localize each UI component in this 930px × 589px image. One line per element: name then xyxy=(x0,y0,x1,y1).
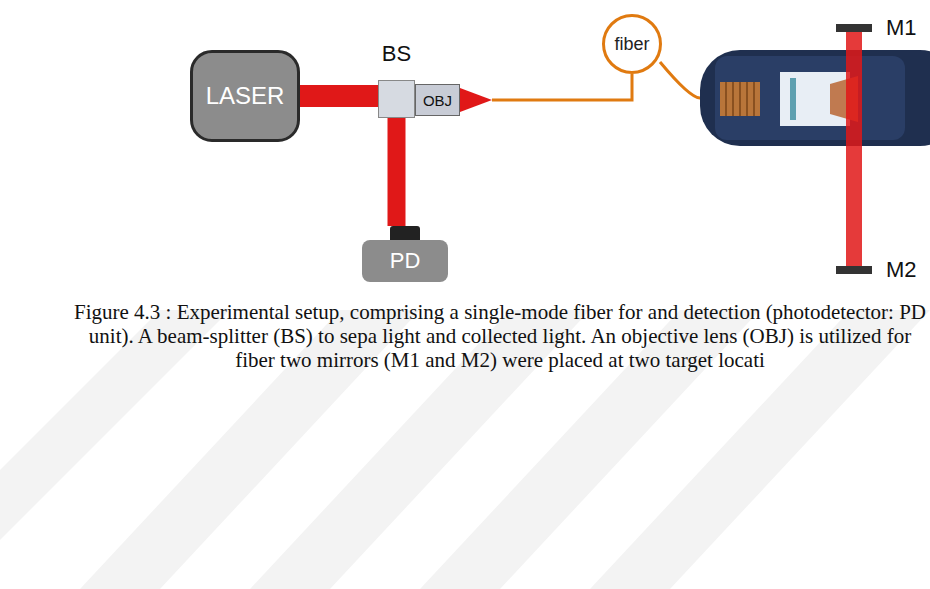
probe-lens xyxy=(790,78,796,120)
probe-capsule xyxy=(700,50,930,146)
laser-beam xyxy=(300,85,378,107)
laser-beam xyxy=(388,118,406,226)
probe-body xyxy=(715,56,905,140)
mirror: M1 xyxy=(836,24,872,32)
node-label: M2 xyxy=(886,257,917,283)
mirror-beam xyxy=(846,32,862,266)
node-label: M1 xyxy=(886,15,917,41)
photodetector: PD xyxy=(362,226,448,282)
detector-body: PD xyxy=(362,240,448,282)
detector-head xyxy=(390,226,420,240)
node-label: LASER xyxy=(206,82,285,110)
fiber-coil: fiber xyxy=(602,14,662,74)
laser-box: LASER xyxy=(190,50,300,142)
coil-ferrule xyxy=(720,82,760,116)
focus-cone xyxy=(460,88,492,112)
node-label: BS xyxy=(382,41,411,67)
node-label: fiber xyxy=(614,34,649,55)
node-label: PD xyxy=(390,248,421,274)
fiber-line xyxy=(660,62,700,98)
objective-lens: OBJ xyxy=(415,84,460,116)
fiber-line xyxy=(492,74,632,100)
caption: Figure 4.3 : Experimental setup, compris… xyxy=(70,300,930,372)
beam-splitter: BS xyxy=(378,80,415,118)
mirror: M2 xyxy=(836,266,872,274)
node-label: OBJ xyxy=(423,92,452,109)
